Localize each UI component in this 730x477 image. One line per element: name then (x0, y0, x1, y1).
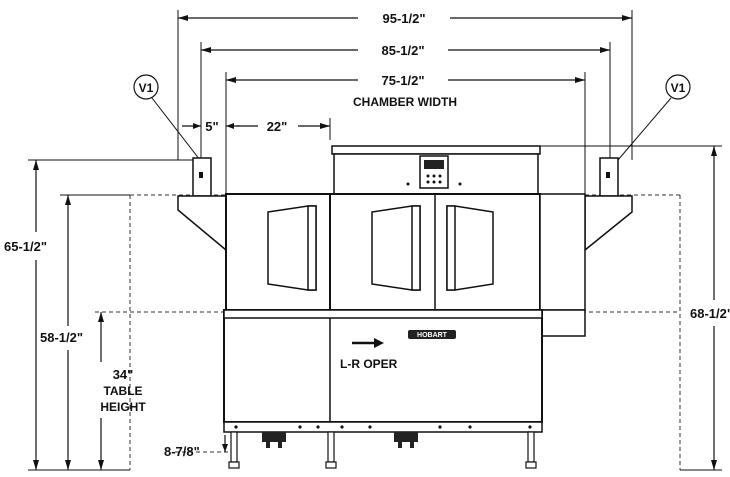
label-table-2: HEIGHT (100, 400, 146, 414)
vent-label-right: V1 (671, 81, 686, 95)
vent-callout-right: V1 (617, 74, 691, 161)
dim-table-height: 34" (113, 367, 134, 382)
dim-offset-22: 22" (267, 119, 288, 134)
door-window-center (371, 205, 421, 291)
control-housing (331, 145, 541, 155)
dim-width-85: 85-1/2" (381, 43, 424, 58)
dim-chamber-width: 75-1/2" (381, 73, 424, 88)
dim-offset-5: 5" (205, 119, 218, 134)
dim-leg-height: 8-7/8" (164, 444, 200, 459)
dim-height-58: 58-1/2" (40, 330, 83, 345)
vent-callout-left: V1 (133, 74, 201, 161)
drain-box (539, 309, 586, 337)
brand-plate (408, 330, 456, 339)
label-chamber-width: CHAMBER WIDTH (353, 95, 457, 109)
direction-arrow-icon (352, 338, 384, 348)
dim-height-68: 68-1/2" (690, 306, 730, 321)
width-dimensions (177, 10, 633, 195)
height-dimension-right (540, 145, 722, 471)
dim-height-65: 65-1/2" (4, 239, 47, 254)
brand-plate-text: HOBART (417, 332, 448, 339)
pump-fitting-left (262, 432, 286, 448)
label-table-1: TABLE (103, 384, 142, 398)
height-dimensions-left (28, 159, 228, 471)
dishwasher-machine: HOBART L-R OPER (177, 145, 633, 469)
direction-label: L-R OPER (340, 357, 398, 371)
vent-label-left: V1 (139, 81, 154, 95)
dim-overall-width: 95-1/2" (382, 11, 425, 26)
door-window-left (267, 205, 317, 291)
legs (228, 431, 537, 469)
door-window-right (446, 205, 494, 291)
pump-fitting-right (394, 432, 418, 448)
base-rail (223, 421, 543, 433)
chamber-right-hood (539, 193, 586, 311)
hood-right (584, 195, 633, 252)
hood-left (177, 195, 227, 252)
